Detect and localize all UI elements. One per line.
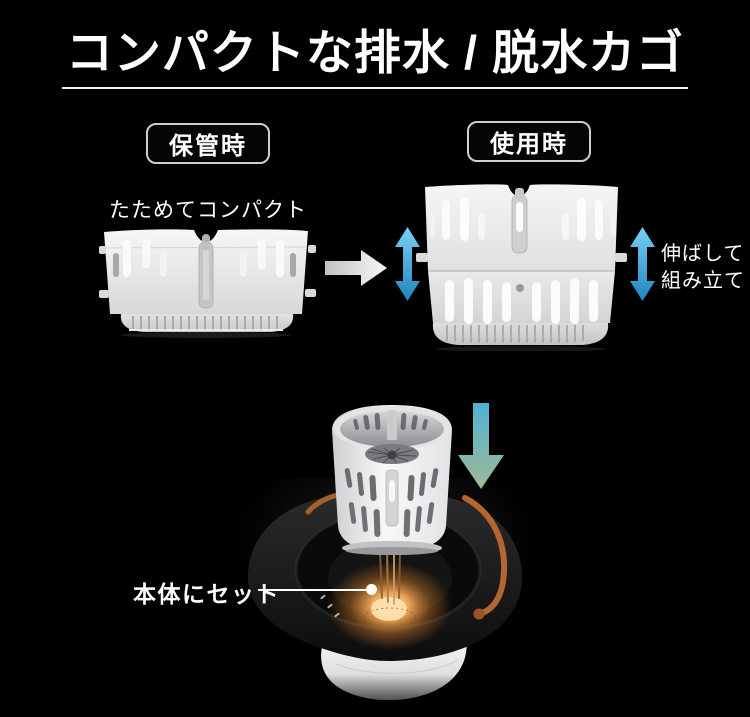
perforated-ring: [363, 607, 417, 629]
pointer-dot-icon: [366, 584, 377, 595]
channel-highlight: [203, 248, 209, 300]
floor-hub: [387, 450, 397, 460]
round-basket-image: [332, 405, 452, 555]
title-underline: [62, 87, 688, 89]
front-slot-row-2: [348, 502, 435, 537]
latch-nub: [515, 188, 524, 199]
drain-hole: [516, 284, 524, 292]
main-unit-image: [240, 478, 530, 717]
lower-slot-group: [445, 278, 598, 324]
side-tab: [99, 290, 109, 298]
slot-group-right: [240, 238, 296, 277]
page-title: コンパクトな排水 / 脱水カゴ: [65, 26, 685, 79]
bottom-fade: [240, 674, 530, 717]
upper-slot-group: [430, 198, 616, 241]
basket-skirt: [120, 314, 294, 332]
base-seam: [335, 659, 459, 674]
install-label: 本体にセット: [133, 581, 280, 607]
front-slot-row-1: [344, 468, 439, 501]
side-tab: [99, 246, 106, 254]
drain-streaks: [379, 549, 401, 605]
handle-right-segment: [462, 495, 508, 617]
basket-skirt: [432, 323, 609, 345]
folded-basket-image: [99, 229, 316, 338]
skirt-ribs: [132, 316, 278, 331]
basket-shadow: [436, 346, 606, 351]
usage-state-badge-label: 使用時: [490, 131, 568, 158]
usage-state-badge: 使用時: [467, 121, 591, 162]
expand-caption-line1: 伸ばして: [661, 243, 745, 265]
latch-pin: [202, 234, 210, 242]
side-tab: [615, 253, 627, 262]
expanded-basket-image: [416, 184, 627, 351]
basket-shadow: [121, 332, 291, 338]
glow-core: [371, 597, 407, 621]
expand-caption: 伸ばして 組み立て: [661, 241, 745, 295]
handle-tip: [473, 608, 485, 620]
vertical-double-arrow-icon: [395, 227, 420, 301]
skirt-ribs: [446, 325, 584, 343]
storage-state-badge: 保管時: [146, 123, 270, 164]
side-tab: [416, 253, 428, 262]
down-arrow-icon: [458, 403, 504, 489]
folded-caption: たためてコンパクト: [109, 199, 307, 222]
basket-bottom-shade: [346, 547, 438, 555]
lower-tier: [428, 271, 615, 323]
storage-state-badge-label: 保管時: [169, 133, 247, 160]
handle-left-segment: [305, 492, 341, 515]
side-tab: [308, 245, 316, 253]
vertical-double-arrow-icon: [630, 227, 655, 301]
slot-group-left: [113, 238, 167, 277]
center-post: [387, 410, 397, 440]
channel-slot: [516, 202, 523, 232]
front-channel-slot: [389, 480, 395, 502]
indicator-ticks: [320, 594, 340, 618]
side-tab: [305, 289, 316, 297]
pointer-line: [258, 589, 368, 591]
right-arrow-icon: [325, 250, 387, 286]
expand-caption-line2: 組み立て: [661, 270, 745, 292]
